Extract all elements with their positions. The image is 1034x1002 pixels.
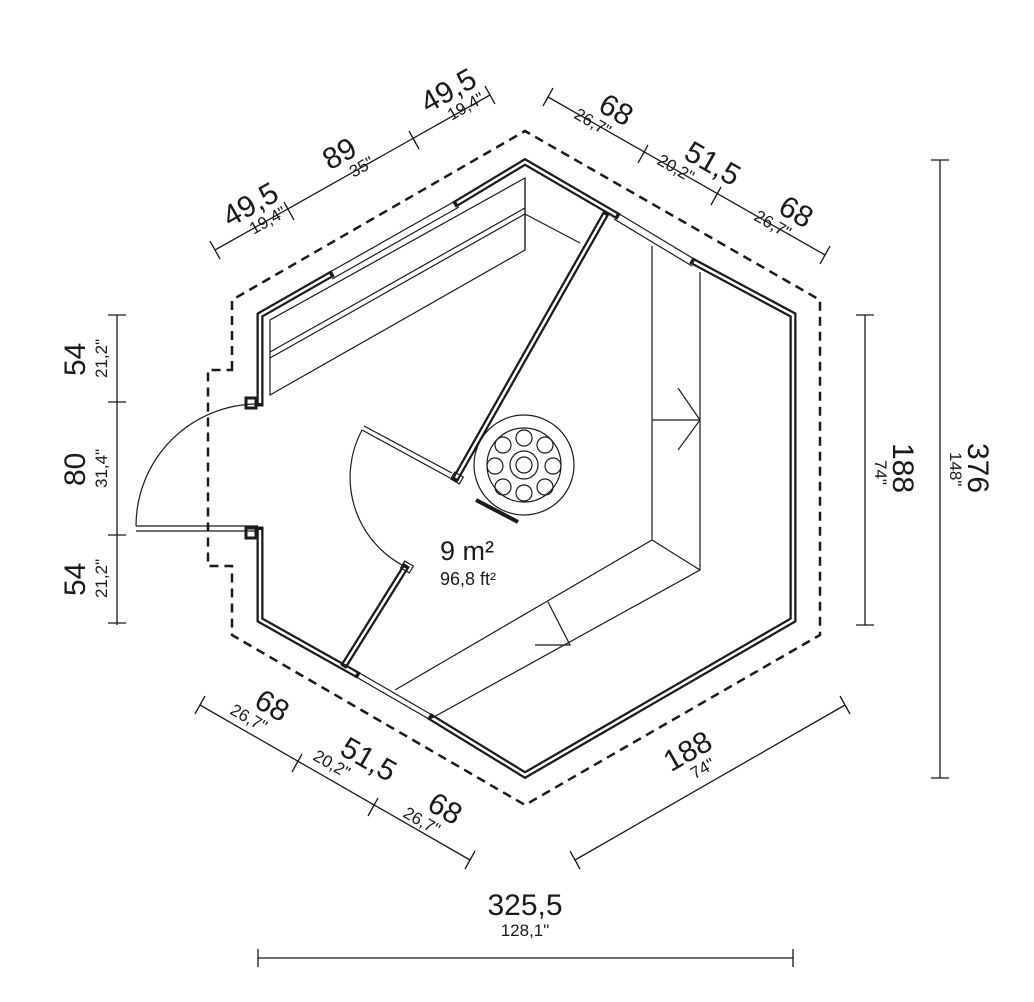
bench-lower <box>394 246 701 719</box>
dim-cm: 80 <box>59 453 92 486</box>
dim-cm: 188 <box>886 443 919 493</box>
door-post <box>244 396 258 410</box>
sauna-door[interactable] <box>349 425 453 566</box>
entrance-door[interactable] <box>135 403 259 532</box>
dim-cm: 325,5 <box>487 889 562 922</box>
dim-in: 31,4" <box>92 449 111 488</box>
dim-in: 21,2" <box>92 559 111 598</box>
bench-upper <box>269 176 581 397</box>
dim-cm: 54 <box>59 343 92 376</box>
dim-in: 128,1" <box>501 921 550 940</box>
sauna-partition <box>340 210 610 669</box>
door-post <box>244 526 258 540</box>
dim-in: 148" <box>946 452 965 486</box>
window <box>329 199 460 280</box>
area-metric: 9 m² <box>440 536 494 566</box>
dimension-total-width: 325,5 128,1" <box>257 889 794 967</box>
dim-in: 74" <box>871 460 890 485</box>
dim-cm: 376 <box>961 443 994 493</box>
dim-in: 21,2" <box>92 339 111 378</box>
window <box>355 670 435 723</box>
walls <box>256 157 797 780</box>
sauna-stove <box>473 414 575 524</box>
roof-outline <box>206 129 822 807</box>
area-imperial: 96,8 ft² <box>440 569 496 589</box>
window <box>613 211 695 267</box>
dim-cm: 54 <box>59 563 92 596</box>
